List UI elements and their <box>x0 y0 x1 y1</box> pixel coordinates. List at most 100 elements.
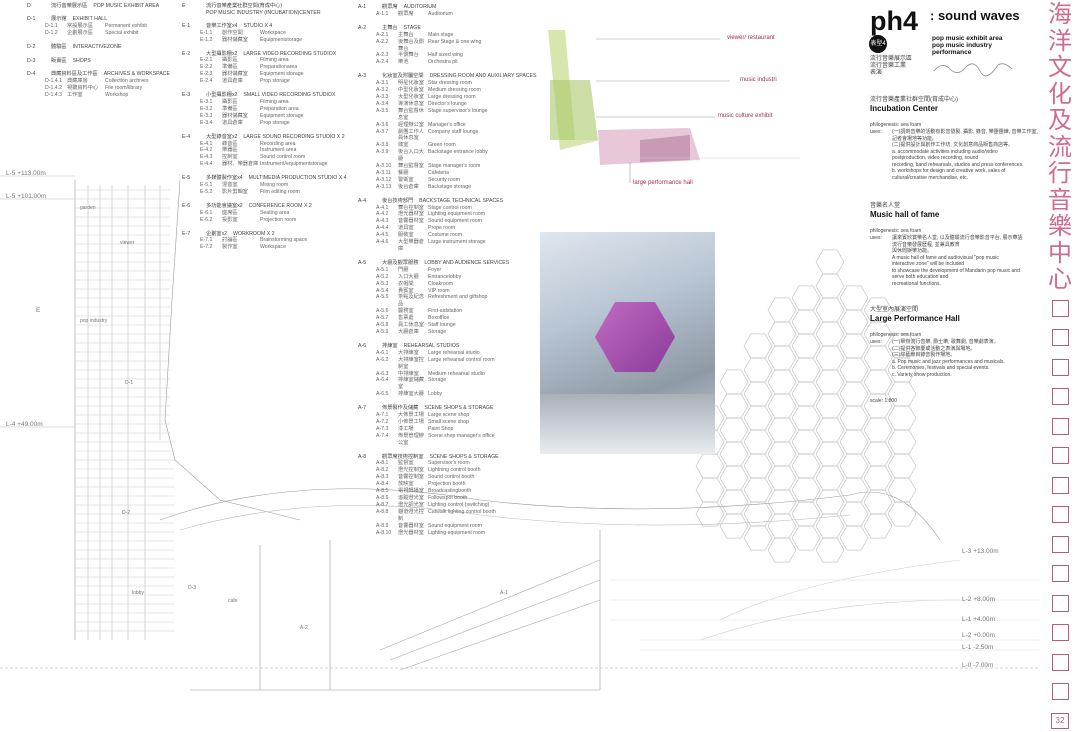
legend-en: EXHIBIT HALL <box>72 15 108 22</box>
legend-code: A-3 <box>358 73 367 80</box>
item-zh: 燈光控制室 <box>398 467 424 474</box>
hex-cell <box>767 321 797 347</box>
item-code: E-6.1 <box>200 209 213 216</box>
item-zh: 器材儲藏室 <box>222 71 248 78</box>
signature-icon <box>933 63 1013 77</box>
item-code: E-3.2 <box>200 105 213 112</box>
hex-cell <box>887 453 917 479</box>
item-zh: 工作室 <box>67 92 83 99</box>
uses-label: uses: <box>870 129 882 135</box>
item-zh: 綠室 <box>398 142 409 149</box>
hex-cell <box>719 369 749 395</box>
item-en: Backstage storage <box>428 183 471 190</box>
hex-cell <box>863 441 893 467</box>
hex-cell <box>791 525 821 551</box>
title-char: 化 <box>1048 80 1072 108</box>
legend-zh: 佈景製作及儲藏 <box>382 405 419 412</box>
hex-cell <box>815 345 845 371</box>
item-zh: 創作空間 <box>222 29 243 36</box>
item-code: E-6.2 <box>200 216 213 223</box>
placeholder-box <box>1051 683 1069 700</box>
item-zh: 電視轉播室 <box>398 488 424 495</box>
item-code: E-1.2 <box>200 36 213 43</box>
legend-en: INTERACTIVEZONE <box>72 43 122 50</box>
item-en: Star dressing room <box>428 80 472 87</box>
item-code: D-1.1 <box>45 22 58 29</box>
legend-en: STUDIO X 4 <box>243 22 273 29</box>
legend-zh: 體驗區 <box>51 43 67 50</box>
legend-code: D-2 <box>27 43 36 50</box>
level-label: L-1 +4.00m <box>962 616 996 623</box>
item-en: Auditorium <box>428 10 453 17</box>
item-en: Preparation area <box>260 105 299 112</box>
hex-cell <box>743 381 773 407</box>
level-label: L-2 +8.00m <box>962 596 996 603</box>
item-en: Lobby <box>428 391 443 398</box>
item-code: A-8.1 <box>376 460 389 467</box>
item-zh: 舞台監督室 <box>398 163 424 170</box>
item-code: E-4.4 <box>200 161 213 168</box>
hex-cell <box>839 333 869 359</box>
item-code: A-3.12 <box>376 176 392 183</box>
hex-cell <box>791 381 821 407</box>
section-label: A-1 <box>500 590 508 596</box>
program-label-industry: music industri <box>740 77 777 83</box>
item-en: Equipment storage <box>260 112 304 119</box>
hex-cell <box>743 429 773 455</box>
hex-cell <box>863 417 893 443</box>
item-en: Followspot booth <box>428 495 468 501</box>
legend-zh: 化妝室及附屬空間 <box>382 73 424 80</box>
hex-cell <box>839 501 869 527</box>
hex-cell <box>863 465 893 491</box>
uses-line: recording, band rehearsals, studios and … <box>892 161 1024 168</box>
magenta-hex-volume <box>595 302 675 372</box>
hex-cell <box>815 417 845 443</box>
hex-cell <box>839 357 869 383</box>
item-en: Boxoffice <box>428 315 450 322</box>
item-en: Refreshment and giftshop <box>428 294 488 301</box>
item-code: A-5.9 <box>376 328 389 335</box>
item-code: A-5.7 <box>376 315 389 322</box>
uses-line: to showcase the development of Mandarin … <box>892 267 1020 274</box>
item-en: Workspace <box>260 29 286 36</box>
item-zh: 大佈景工場 <box>398 412 424 419</box>
item-zh: 大廳倉庫 <box>398 328 419 335</box>
item-zh: 器材儲藏室 <box>222 36 248 43</box>
item-zh: 準備區 <box>222 105 238 112</box>
item-code: A-3.1 <box>376 80 389 87</box>
title-char: 心 <box>1048 266 1072 293</box>
item-code: A-4.5 <box>376 232 389 239</box>
item-code: A-2.3 <box>376 52 389 59</box>
block-uses: uses:(一)調劑音樂的活動有影音發製, 攝影, 錄音, 樂團團練, 音樂工作… <box>870 129 1040 181</box>
legend-code: A-8 <box>358 453 367 460</box>
item-en: Lightning control booth <box>428 467 481 474</box>
hex-cell <box>719 417 749 443</box>
item-en: Stage supervisor's lounge <box>428 107 488 114</box>
item-code: A-6.5 <box>376 391 389 398</box>
item-en: Staff lounge <box>428 322 456 329</box>
